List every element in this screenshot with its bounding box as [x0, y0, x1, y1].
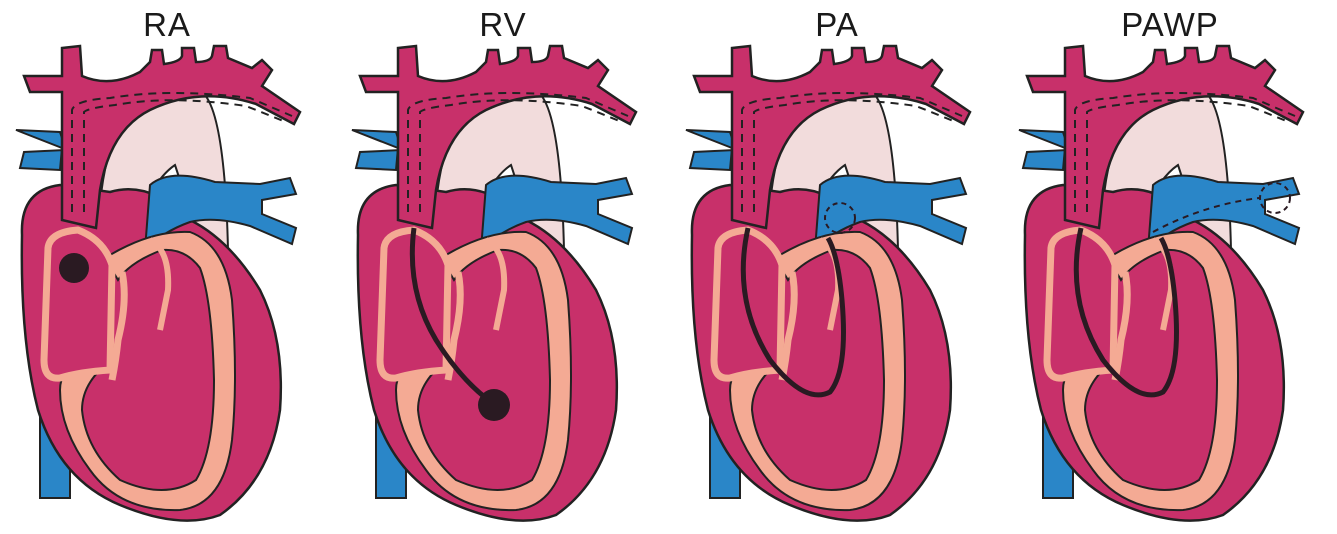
heart-diagram-pawp	[1003, 0, 1337, 534]
panel-pawp: PAWP	[1003, 0, 1337, 534]
heart-diagram-ra	[0, 0, 334, 534]
catheter-tip-balloon	[59, 253, 89, 283]
panel-rv: RV	[336, 0, 670, 534]
panel-pa: PA	[670, 0, 1004, 534]
panel-ra: RA	[0, 0, 334, 534]
heart-diagram-rv	[336, 0, 670, 534]
heart-diagram-pa	[670, 0, 1004, 534]
catheter-tip-balloon	[478, 389, 510, 421]
